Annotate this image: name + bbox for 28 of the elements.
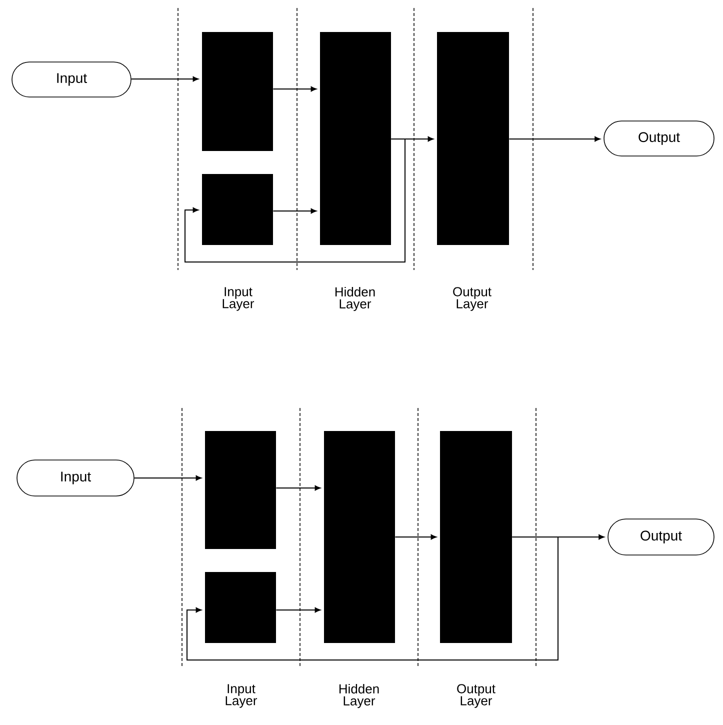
layer-label: Output Layer [457,684,496,708]
layer-block [437,32,509,245]
layer-block [324,431,395,643]
arrow [508,136,600,142]
arrow [186,536,558,660]
layer-block [320,32,391,245]
layer-label: Hidden Layer [339,684,379,708]
layer-block [440,431,512,643]
layer-block [202,32,273,151]
layer-label: Input Layer [222,287,254,311]
terminal-box: Input [12,62,132,98]
arrow [394,534,436,540]
layer-label: Input Layer [226,684,258,708]
layer-label: Output Layer [453,287,492,311]
arrow [272,208,316,214]
layer-block [205,572,276,643]
arrow [130,76,198,82]
terminal-box: Output [604,120,714,156]
terminal-box: Input [16,460,134,496]
arrow [134,475,202,481]
arrow [276,607,320,613]
arrow [272,86,316,92]
layer-block [205,431,276,549]
layer-label: Hidden Layer [335,286,375,312]
arrow [184,138,406,262]
layer-block [202,174,273,245]
arrow [276,485,320,491]
terminal-box: Output [608,518,714,556]
